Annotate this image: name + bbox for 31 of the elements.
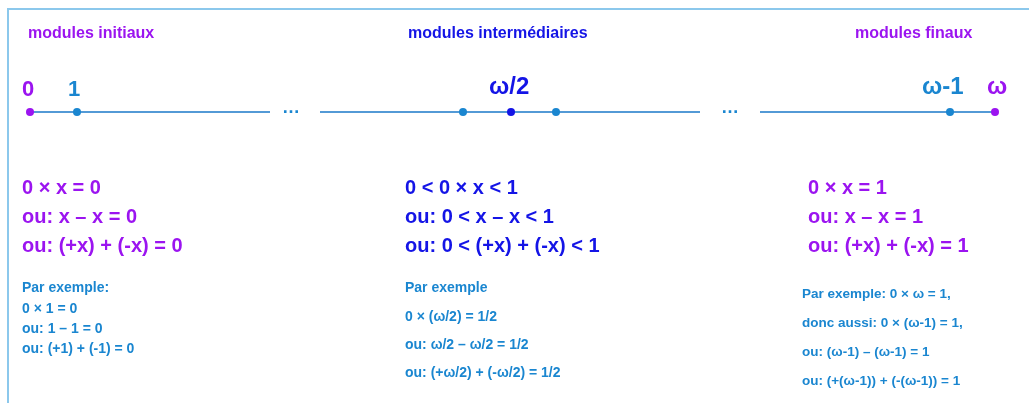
example-equation: ou: (+1) + (-1) = 0 [22,341,135,355]
section-heading: modules intermédiaires [408,25,588,41]
example-equation: Par exemple: 0 × ω = 1, [802,287,951,301]
point-label: ω-1 [922,74,964,98]
equation: ou: 0 < (+x) + (-x) < 1 [405,235,600,255]
example-heading: Par exemple: [22,280,110,294]
equation: 0 × x = 0 [22,177,101,197]
example-equation: ou: 1 – 1 = 0 [22,321,103,335]
equation: ou: (+x) + (-x) = 0 [22,235,183,255]
section-heading: modules finaux [855,25,973,41]
example-equation: 0 × (ω/2) = 1/2 [405,309,497,323]
ellipsis: … [721,98,739,116]
point-label: 1 [68,78,81,100]
point-label: ω/2 [489,74,530,98]
ellipsis: … [282,98,300,116]
equation: ou: 0 < x – x < 1 [405,206,554,226]
example-equation: donc aussi: 0 × (ω-1) = 1, [802,316,963,330]
equation: 0 < 0 × x < 1 [405,177,518,197]
point-label: ω [987,74,1008,98]
example-equation: 0 × 1 = 0 [22,301,78,315]
equation: 0 × x = 1 [808,177,887,197]
example-equation: ou: (+(ω-1)) + (-(ω-1)) = 1 [802,374,961,388]
equation: ou: x – x = 0 [22,206,138,226]
equation: ou: (+x) + (-x) = 1 [808,235,969,255]
example-equation: ou: (ω-1) – (ω-1) = 1 [802,345,930,359]
example-equation: ou: (+ω/2) + (-ω/2) = 1/2 [405,365,561,379]
example-equation: ou: ω/2 – ω/2 = 1/2 [405,337,529,351]
section-heading: modules initiaux [28,25,155,41]
point-label: 0 [22,78,35,100]
example-heading: Par exemple [405,280,488,294]
equation: ou: x – x = 1 [808,206,924,226]
